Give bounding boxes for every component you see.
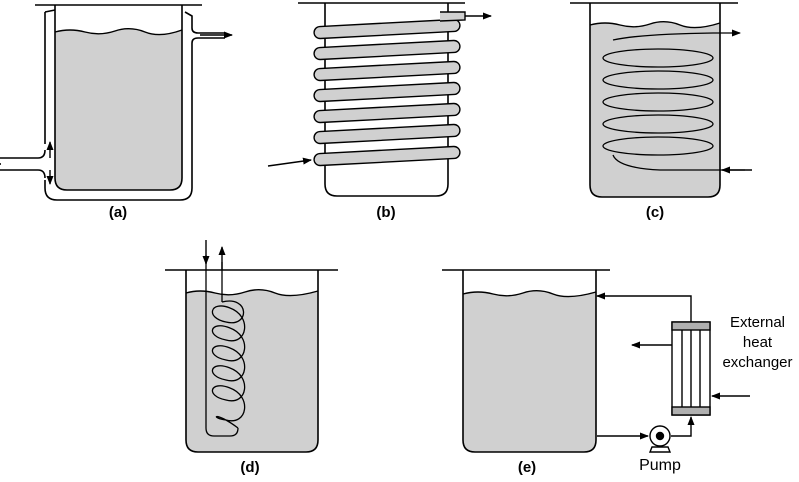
external-heat-exchanger-label: External heat exchanger (716, 313, 799, 373)
external-coil-b (313, 11, 466, 167)
vessel-d (185, 270, 319, 453)
inner-wall-a (54, 5, 183, 191)
arrows-d (202, 240, 226, 270)
liquid-surface-a (54, 28, 183, 36)
pump-e (648, 425, 672, 453)
label-a: (a) (108, 204, 128, 221)
liquid-a (55, 28, 182, 191)
label-d: (d) (240, 459, 260, 476)
coil-turn (313, 18, 461, 40)
jacket-inlet-pipe (0, 149, 46, 179)
heat-exchanger-e (671, 321, 711, 416)
coil-turn (313, 123, 461, 145)
vessel-wall-e (462, 270, 597, 453)
coil-turn (313, 39, 461, 61)
exchanger-header-top (671, 321, 711, 331)
arrows-a (46, 31, 233, 185)
coil-turn (313, 60, 461, 82)
exchanger-label-line3: exchanger (722, 354, 793, 371)
jacket-wall-a (44, 11, 193, 201)
label-b: (b) (376, 204, 396, 221)
arrows-b (267, 12, 492, 167)
pump-base (648, 446, 672, 453)
pump-label: Pump (639, 457, 681, 474)
circulation-loop-e (596, 292, 750, 440)
jacketed-vessel-a (0, 4, 225, 201)
vessel-b (324, 22, 449, 197)
label-e: (e) (517, 459, 537, 476)
liquid-c (590, 21, 720, 198)
jacket-outlet-pipe (191, 27, 225, 44)
exchanger-header-bottom (671, 406, 711, 416)
internal-tube-vessel-d (165, 269, 338, 453)
label-c: (c) (645, 204, 665, 221)
liquid-e (463, 290, 596, 452)
coil-turn (313, 145, 461, 167)
vessel-c (589, 3, 721, 198)
liquid-surface-c (589, 21, 721, 29)
exchanger-label-line1: External (729, 314, 786, 331)
coil-outlet-pipe (439, 11, 466, 22)
coil-turn (313, 81, 461, 103)
liquid-surface-e (462, 290, 597, 298)
liquid-d (186, 289, 318, 452)
exchanger-label-line2: heat (742, 334, 773, 351)
internal-coil-vessel-c (570, 2, 738, 198)
internal-coil-c (602, 29, 745, 171)
vessel-e (442, 269, 610, 453)
coil-turn (313, 102, 461, 124)
